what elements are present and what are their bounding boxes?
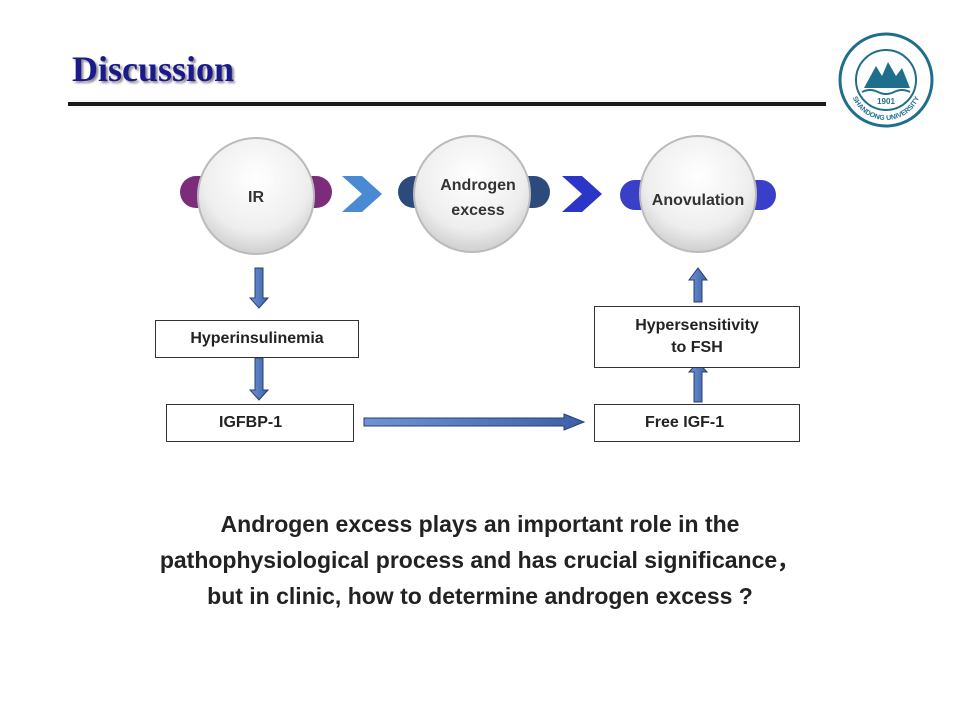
flow-node-androgen-excess: Androgen excess (398, 135, 550, 253)
flow-chevron-1 (342, 176, 382, 212)
node-anovulation-label: Anovulation (652, 192, 744, 209)
flow-node-anovulation: Anovulation (620, 135, 776, 253)
caption-line-3: but in clinic, how to determine androgen… (207, 583, 753, 609)
down-arrow-icon (248, 267, 270, 309)
slide-title: Discussion (72, 49, 235, 89)
shandong-university-logo: 1901 SHANDONG UNIVERSITY (838, 32, 934, 128)
flow-node-ir: IR (180, 137, 332, 255)
hyperinsulinemia-box: Hyperinsulinemia (155, 320, 359, 358)
caption-line-1: Androgen excess plays an important role … (220, 511, 740, 537)
up-arrow-icon (687, 361, 709, 403)
hypersensitivity-box: Hypersensitivity to FSH (594, 306, 800, 368)
right-arrow-icon (363, 413, 586, 431)
down-arrow-icon (248, 357, 270, 401)
hyperinsulinemia-label: Hyperinsulinemia (190, 330, 324, 347)
caption-line-2: pathophysiological process and has cruci… (159, 547, 801, 573)
chevron-right-icon (562, 176, 602, 212)
igfbp1-box: IGFBP-1 (166, 404, 354, 442)
free-igf1-label: Free IGF-1 (645, 414, 725, 431)
caption-text: Androgen excess plays an important role … (60, 506, 900, 614)
title-divider (68, 102, 826, 106)
node-ir-label: IR (248, 189, 264, 206)
hypersensitivity-label-line2: to FSH (671, 339, 723, 356)
flow-chevron-2 (562, 176, 602, 212)
igfbp1-label: IGFBP-1 (219, 414, 283, 431)
hypersensitivity-label-line1: Hypersensitivity (635, 317, 759, 334)
free-igf1-box: Free IGF-1 (594, 404, 800, 442)
node-androgen-label-line2: excess (451, 202, 504, 219)
node-anovulation-bubble (639, 135, 757, 253)
node-androgen-label-line1: Androgen (440, 177, 516, 194)
chevron-right-icon (342, 176, 382, 212)
up-arrow-icon (688, 267, 708, 303)
node-ir-bubble (197, 137, 315, 255)
node-androgen-bubble (413, 135, 531, 253)
logo-year: 1901 (877, 97, 895, 106)
